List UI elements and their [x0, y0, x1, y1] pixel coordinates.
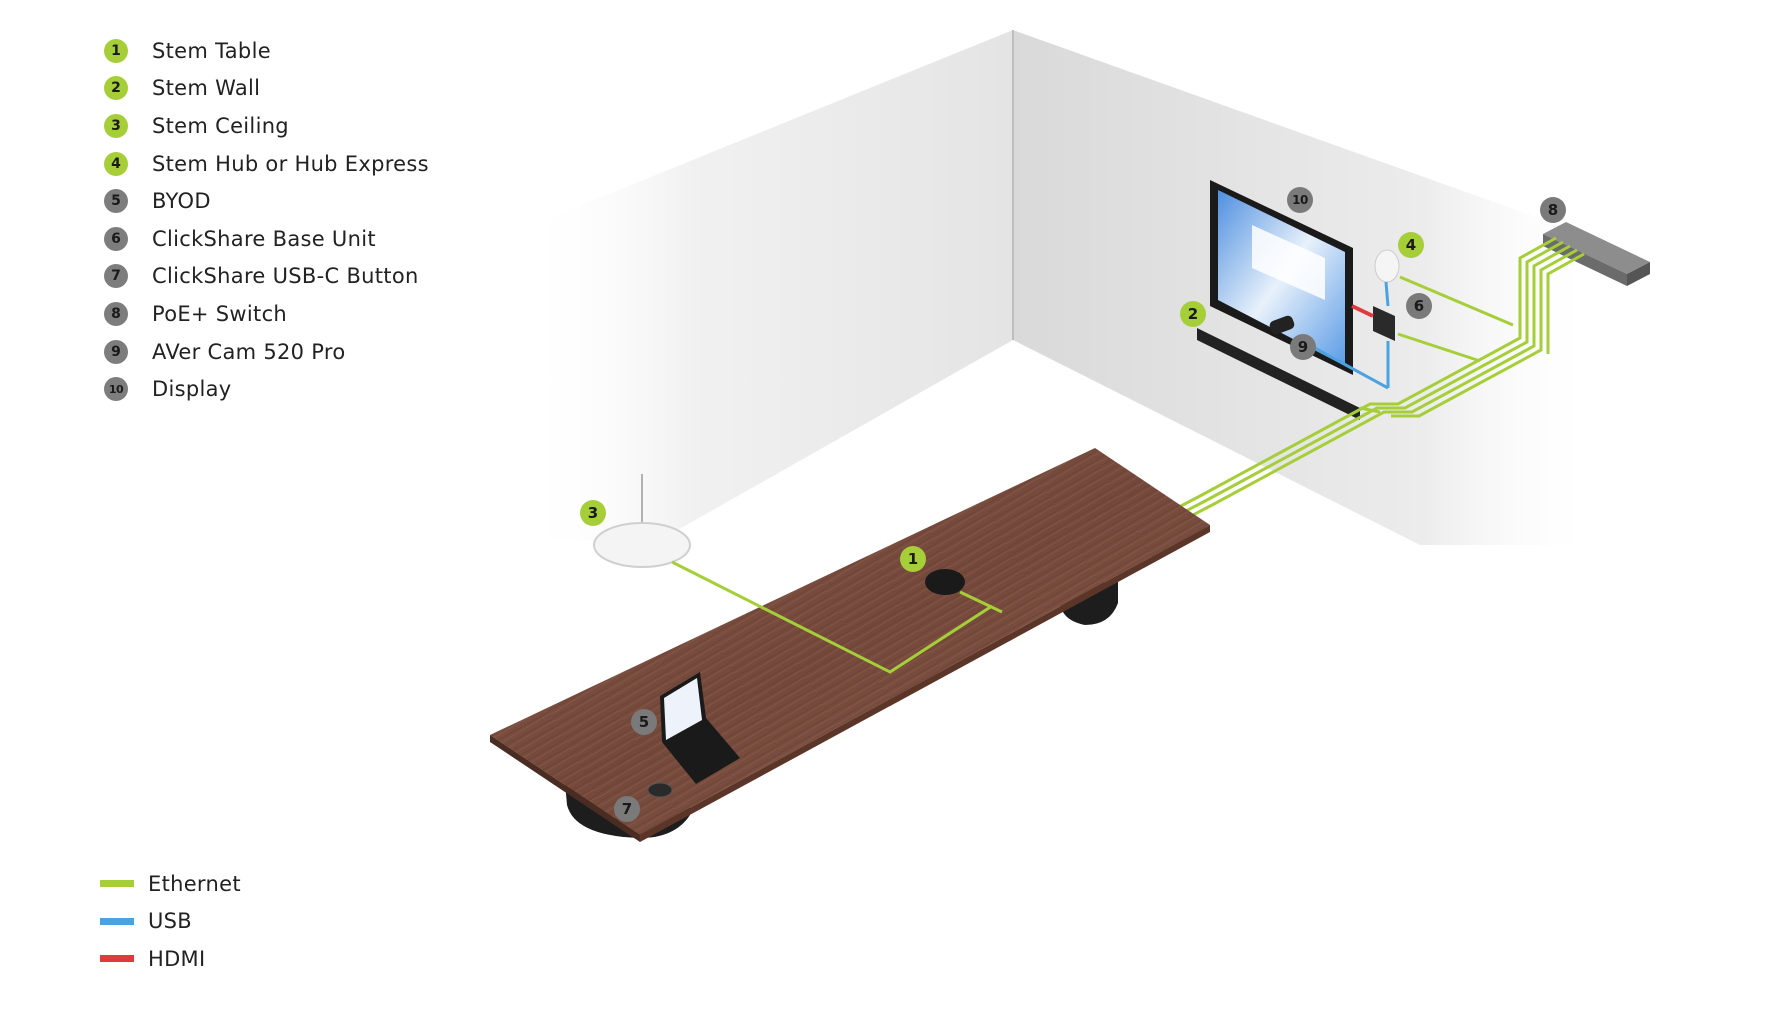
stem-table-device [925, 569, 965, 595]
cable-legend: Ethernet USB HDMI [100, 865, 241, 978]
legend-label: Stem Ceiling [152, 113, 289, 138]
legend-label: ClickShare USB-C Button [152, 264, 419, 289]
marker-4: 4 [1398, 232, 1424, 258]
ethernet-table-mic [959, 590, 1003, 614]
badge-4: 4 [104, 151, 128, 176]
badge-9: 9 [104, 339, 128, 364]
clickshare-button-device [647, 782, 673, 798]
marker-10: 10 [1287, 187, 1313, 213]
legend-item-byod: 5 BYOD [104, 182, 429, 220]
legend-item-poe-switch: 8 PoE+ Switch [104, 295, 429, 333]
marker-1: 1 [900, 546, 926, 572]
display [1210, 180, 1353, 375]
legend-label: Stem Table [152, 38, 271, 63]
badge-7: 7 [104, 264, 128, 289]
clickshare-base-device [1373, 306, 1395, 341]
hdmi-swatch [100, 955, 134, 963]
legend-item-stem-ceiling: 3 Stem Ceiling [104, 107, 429, 145]
legend-item-clickshare-button: 7 ClickShare USB-C Button [104, 258, 429, 296]
legend-label: BYOD [152, 189, 211, 214]
legend-item-stem-wall: 2 Stem Wall [104, 70, 429, 108]
badge-5: 5 [104, 189, 128, 214]
cable-label: HDMI [148, 946, 206, 971]
legend-label: Stem Wall [152, 76, 261, 101]
marker-6: 6 [1406, 293, 1432, 319]
poe-switch-device [1543, 222, 1650, 286]
cable-legend-usb: USB [100, 903, 241, 941]
legend-label: AVer Cam 520 Pro [152, 339, 346, 364]
badge-1: 1 [104, 38, 128, 63]
usb-swatch [100, 917, 134, 925]
marker-9: 9 [1290, 334, 1316, 360]
ethernet-ceiling [671, 560, 993, 674]
legend-label: Stem Hub or Hub Express [152, 151, 429, 176]
marker-2: 2 [1180, 301, 1206, 327]
cable-label: Ethernet [148, 871, 241, 896]
stem-wall-device [1197, 328, 1360, 420]
legend-label: Display [152, 377, 232, 402]
ethernet-swatch [100, 880, 134, 888]
cable-legend-hdmi: HDMI [100, 940, 241, 978]
marker-8: 8 [1540, 197, 1566, 223]
legend-item-stem-table: 1 Stem Table [104, 32, 429, 70]
hdmi-cable [1351, 304, 1374, 318]
laptop-device [660, 672, 740, 784]
left-wall [520, 30, 1013, 540]
stem-ceiling-device [593, 474, 691, 568]
badge-8: 8 [104, 301, 128, 326]
legend-item-clickshare-base: 6 ClickShare Base Unit [104, 220, 429, 258]
usb-cable-hub [1384, 281, 1390, 307]
legend-item-display: 10 Display [104, 370, 429, 408]
badge-3: 3 [104, 113, 128, 138]
marker-5: 5 [631, 709, 657, 735]
stem-hub-device [1374, 249, 1400, 283]
badge-2: 2 [104, 76, 128, 101]
legend-item-camera: 9 AVer Cam 520 Pro [104, 333, 429, 371]
badge-6: 6 [104, 226, 128, 251]
legend-label: ClickShare Base Unit [152, 226, 376, 251]
legend-label: PoE+ Switch [152, 301, 288, 326]
legend-item-stem-hub: 4 Stem Hub or Hub Express [104, 145, 429, 183]
badge-10: 10 [104, 377, 128, 402]
marker-3: 3 [580, 500, 606, 526]
cable-label: USB [148, 909, 193, 934]
cable-legend-ethernet: Ethernet [100, 865, 241, 903]
marker-7: 7 [614, 796, 640, 822]
camera-device [1269, 315, 1295, 335]
device-legend: 1 Stem Table 2 Stem Wall 3 Stem Ceiling … [104, 32, 429, 408]
